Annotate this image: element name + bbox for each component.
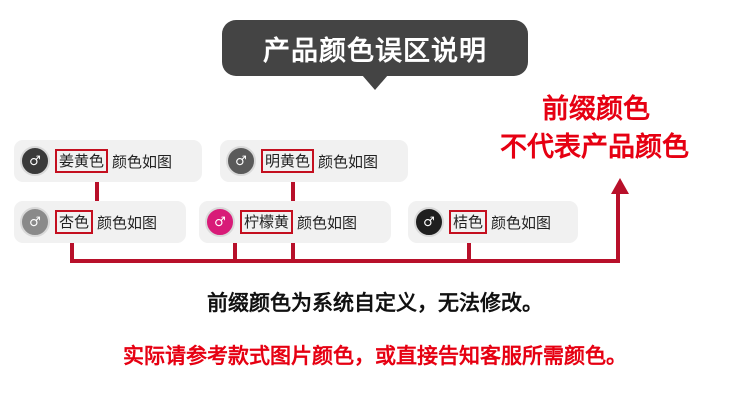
swatch-icon: ♂ [20, 207, 50, 237]
connector-line [467, 237, 471, 262]
footer-line-1: 前缀颜色为系统自定义，无法修改。 [207, 291, 543, 315]
chip-prefix: 柠檬黄 [240, 210, 294, 234]
swatch-icon: ♂ [226, 146, 256, 176]
chip-prefix: 杏色 [55, 210, 94, 234]
chip-prefix: 姜黄色 [55, 149, 109, 173]
chip-prefix: 桔色 [449, 210, 488, 234]
connector-line [70, 259, 619, 263]
bubble-tail [362, 75, 388, 90]
swatch-icon: ♂ [20, 146, 50, 176]
page-title: 产品颜色误区说明 [263, 35, 487, 67]
connector-arrow-stem [616, 192, 620, 263]
connector-line [95, 176, 99, 202]
connector-line [233, 237, 237, 262]
chip-suffix: 颜色如图 [491, 213, 552, 232]
note-line-2: 不代表产品颜色 [500, 132, 689, 163]
color-chip: ♂ 柠檬黄 颜色如图 [199, 201, 391, 243]
chip-suffix: 颜色如图 [112, 152, 173, 171]
footer-line-2: 实际请参考款式图片颜色，或直接告知客服所需颜色。 [123, 344, 627, 368]
chip-suffix: 颜色如图 [297, 213, 358, 232]
color-chip: ♂ 桔色 颜色如图 [408, 201, 578, 243]
arrow-up-icon [611, 178, 629, 194]
color-chip: ♂ 明黄色 颜色如图 [220, 140, 408, 182]
color-chip: ♂ 姜黄色 颜色如图 [14, 140, 202, 182]
color-chip: ♂ 杏色 颜色如图 [14, 201, 186, 243]
title-bubble: 产品颜色误区说明 [222, 20, 528, 76]
connector-line [70, 237, 74, 262]
chip-suffix: 颜色如图 [97, 213, 158, 232]
chip-prefix: 明黄色 [261, 149, 315, 173]
swatch-icon: ♂ [414, 207, 444, 237]
note-line-1: 前缀颜色 [542, 94, 650, 125]
swatch-icon: ♂ [205, 207, 235, 237]
chip-suffix: 颜色如图 [318, 152, 379, 171]
